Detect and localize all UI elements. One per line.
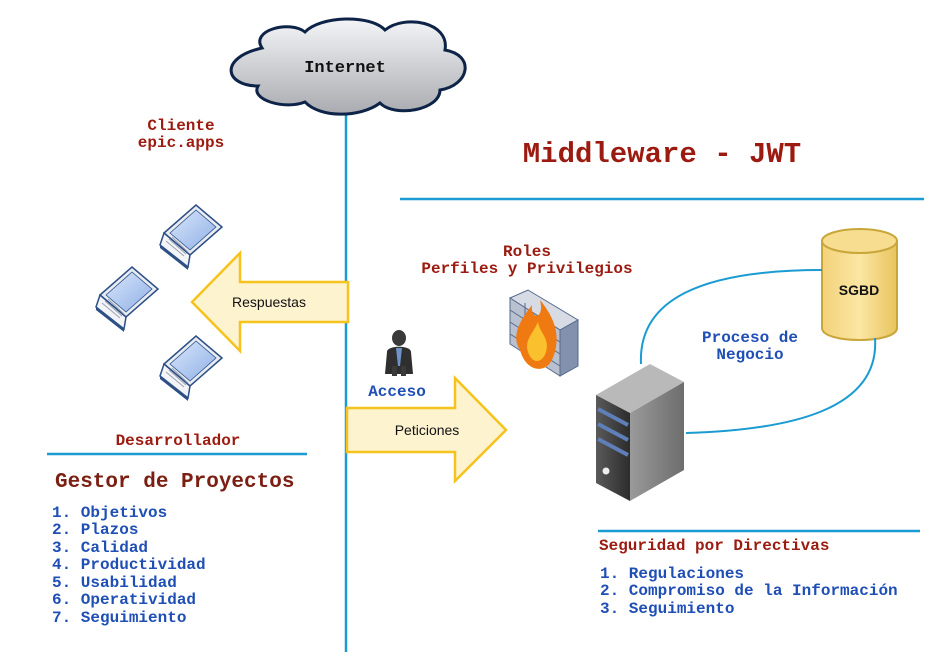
requests-label: Peticiones <box>395 422 460 438</box>
database-label: SGBD <box>839 282 879 298</box>
list-item: 1. Objetivos <box>52 504 167 522</box>
project-manager-title: Gestor de Proyectos <box>55 471 294 494</box>
roles-label: Roles <box>503 243 551 261</box>
laptop-icon <box>159 335 223 402</box>
list-item: 4. Productividad <box>52 556 206 574</box>
process-label: Proceso de <box>702 329 798 347</box>
user-icon <box>385 330 413 376</box>
list-item: 3. Seguimiento <box>600 600 734 618</box>
server-db-connector <box>639 269 823 365</box>
list-item: 2. Plazos <box>52 521 138 539</box>
client-label: Cliente <box>147 117 214 135</box>
database-icon <box>821 228 898 341</box>
laptop-icon <box>159 204 223 271</box>
requests-arrow <box>345 374 508 485</box>
security-list: 1. Regulaciones 2. Compromiso de la Info… <box>600 565 898 618</box>
access-label: Acceso <box>368 383 426 401</box>
list-item: 6. Operatividad <box>52 591 196 609</box>
responses-label: Respuestas <box>232 294 306 310</box>
list-item: 2. Compromiso de la Información <box>600 582 898 600</box>
business-label: Negocio <box>716 346 783 364</box>
middleware-title: Middleware - JWT <box>523 138 801 171</box>
firewall-icon <box>508 289 579 377</box>
laptop-icon <box>95 266 159 333</box>
project-manager-list: 1. Objetivos 2. Plazos 3. Calidad 4. Pro… <box>52 504 206 627</box>
developer-label: Desarrollador <box>116 432 241 450</box>
client-app-label: epic.apps <box>138 134 224 152</box>
responses-arrow <box>190 249 350 355</box>
internet-cloud-icon <box>229 17 467 116</box>
db-server-connector <box>685 337 877 434</box>
list-item: 5. Usabilidad <box>52 574 177 592</box>
internet-label: Internet <box>304 59 386 78</box>
server-icon <box>596 364 684 501</box>
profiles-label: Perfiles y Privilegios <box>421 260 632 278</box>
security-title: Seguridad por Directivas <box>599 537 829 555</box>
list-item: 1. Regulaciones <box>600 565 744 583</box>
list-item: 3. Calidad <box>52 539 148 557</box>
list-item: 7. Seguimiento <box>52 609 186 627</box>
